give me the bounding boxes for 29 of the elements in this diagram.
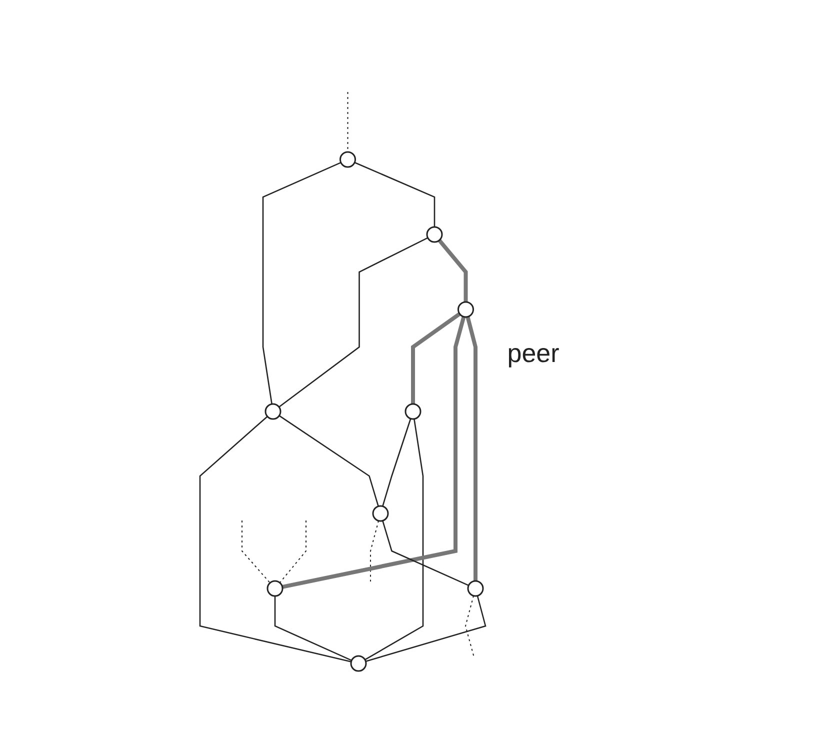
- connector: [466, 316, 478, 580]
- connector: [411, 312, 462, 404]
- connector: [370, 520, 380, 582]
- peer-circle: [458, 300, 474, 318]
- connector: [280, 520, 307, 583]
- connector: [347, 91, 348, 152]
- connector: [366, 595, 487, 662]
- connector: [465, 594, 475, 657]
- connector: [382, 418, 412, 506]
- connector: [279, 414, 380, 506]
- peer-circle: [372, 504, 389, 522]
- connector: [274, 596, 352, 661]
- peer-circle: [404, 402, 422, 420]
- peer-circle: [340, 150, 356, 168]
- peer-circle: [426, 226, 443, 242]
- connector: [354, 161, 436, 226]
- peer-circle: [266, 580, 284, 596]
- connector: [242, 520, 271, 583]
- connector: [438, 238, 468, 302]
- connector: [282, 316, 466, 588]
- connector: [200, 415, 352, 662]
- peer-circle: [264, 402, 282, 420]
- connector: [364, 418, 424, 660]
- connector: [382, 520, 470, 586]
- peer-circle: [467, 580, 484, 596]
- connector: [278, 236, 428, 408]
- peer-circle: [350, 654, 367, 672]
- connector: [262, 161, 342, 404]
- node-caption: peer: [507, 338, 560, 368]
